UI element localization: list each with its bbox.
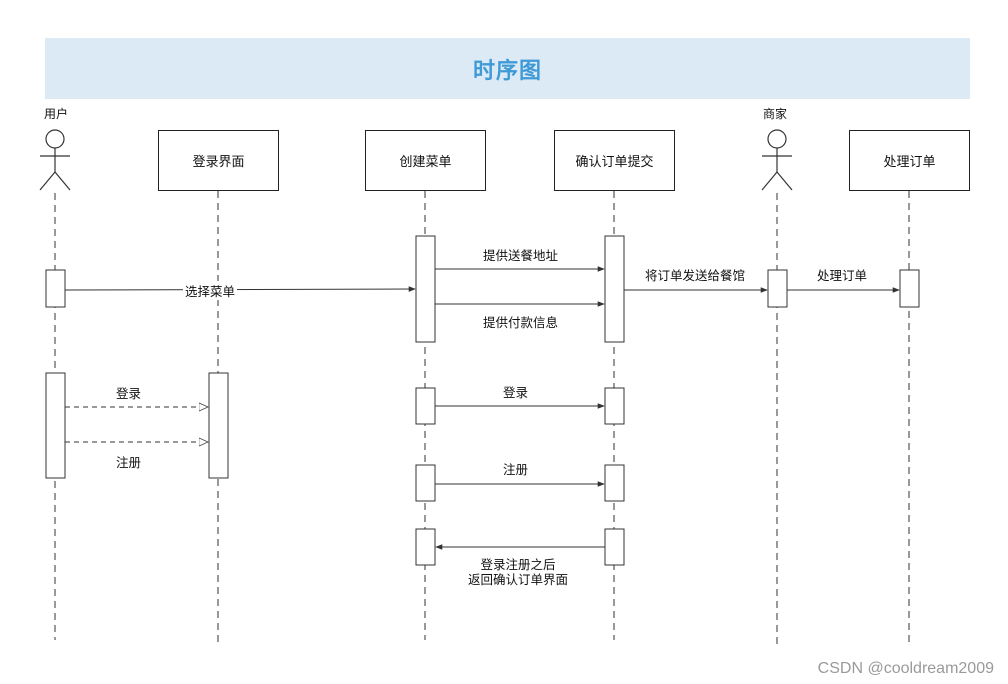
user-actor-icon (39, 129, 71, 191)
diagram-title: 时序图 (472, 58, 542, 84)
msg-register-2: 注册 (503, 462, 529, 477)
participant-login-ui: 登录界面 (158, 130, 279, 191)
activation-confirm-order-4 (604, 528, 625, 566)
activation-create-menu-2 (415, 387, 436, 425)
msg-login-1: 登录 (116, 386, 142, 401)
watermark: CSDN @cooldream2009 (817, 660, 994, 677)
msg-process-order: 处理订单 (817, 268, 868, 283)
msg-return-line2: 返回确认订单界面 (467, 572, 568, 587)
participant-create-menu-label: 创建菜单 (399, 155, 452, 170)
msg-provide-address: 提供送餐地址 (483, 248, 559, 263)
actor-label-merchant: 商家 (763, 107, 788, 121)
msg-provide-payment: 提供付款信息 (483, 315, 559, 330)
activation-user-2 (45, 372, 66, 479)
participant-process-order-label: 处理订单 (883, 155, 936, 170)
participant-create-menu: 创建菜单 (365, 130, 486, 191)
activation-login-ui-1 (208, 372, 229, 479)
msg-return-line1: 登录注册之后 (480, 557, 556, 572)
merchant-actor-icon (761, 129, 793, 191)
participant-process-order: 处理订单 (849, 130, 970, 191)
activation-confirm-order-3 (604, 464, 625, 502)
activation-user-1 (45, 269, 66, 308)
activation-merchant-1 (767, 269, 788, 308)
actor-label-user: 用户 (44, 107, 69, 121)
activation-confirm-order-1 (604, 235, 625, 343)
participant-confirm-order: 确认订单提交 (554, 130, 675, 191)
msg-register-1: 注册 (116, 455, 142, 470)
msg-send-to-restaurant: 将订单发送给餐馆 (645, 268, 746, 283)
title-banner: 时序图 (45, 38, 970, 99)
activation-create-menu-1 (415, 235, 436, 343)
msg-login-2: 登录 (503, 385, 529, 400)
msg-return: 登录注册之后 返回确认订单界面 (456, 557, 580, 587)
activation-create-menu-4 (415, 528, 436, 566)
activation-confirm-order-2 (604, 387, 625, 425)
activation-process-order-1 (899, 269, 920, 308)
participant-login-ui-label: 登录界面 (192, 155, 245, 170)
arrow-select-menu (64, 286, 416, 292)
participant-confirm-order-label: 确认订单提交 (575, 155, 654, 170)
activation-create-menu-3 (415, 464, 436, 502)
msg-select-menu: 选择菜单 (183, 281, 238, 300)
